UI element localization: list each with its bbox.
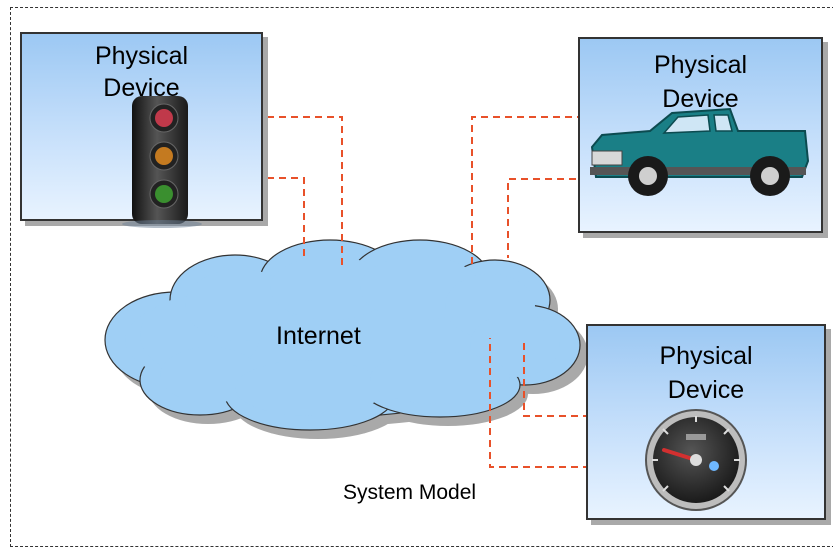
connector-truck-2	[507, 178, 600, 258]
connector-traffic-light-1	[207, 116, 343, 268]
device-label-line1: Physical	[659, 342, 753, 370]
cloud-icon	[104, 239, 588, 439]
device-label-line2: Device	[667, 376, 745, 404]
internet-label: Internet	[276, 322, 361, 350]
system-model-diagram: Internet Physical Device Physical De	[10, 7, 833, 547]
traffic-light-icon	[122, 96, 202, 228]
connector-gauge-1	[523, 340, 626, 417]
device-label-line1: Physical	[653, 51, 748, 79]
connector-gauge-2	[489, 338, 626, 468]
device-box-truck: Physical Device	[578, 37, 823, 233]
pickup-truck-icon	[590, 107, 810, 196]
speedometer-gauge-icon	[645, 409, 747, 511]
connector-traffic-light-2	[207, 177, 305, 258]
device-box-traffic-light: Physical Device	[20, 32, 263, 228]
connector-truck-1	[471, 116, 608, 268]
device-label-line1: Physical	[94, 42, 189, 70]
diagram-graphics	[104, 116, 626, 468]
connector-lines	[207, 116, 626, 468]
diagram-caption: System Model	[343, 481, 477, 504]
device-box-gauge: Physical Device	[586, 324, 826, 520]
